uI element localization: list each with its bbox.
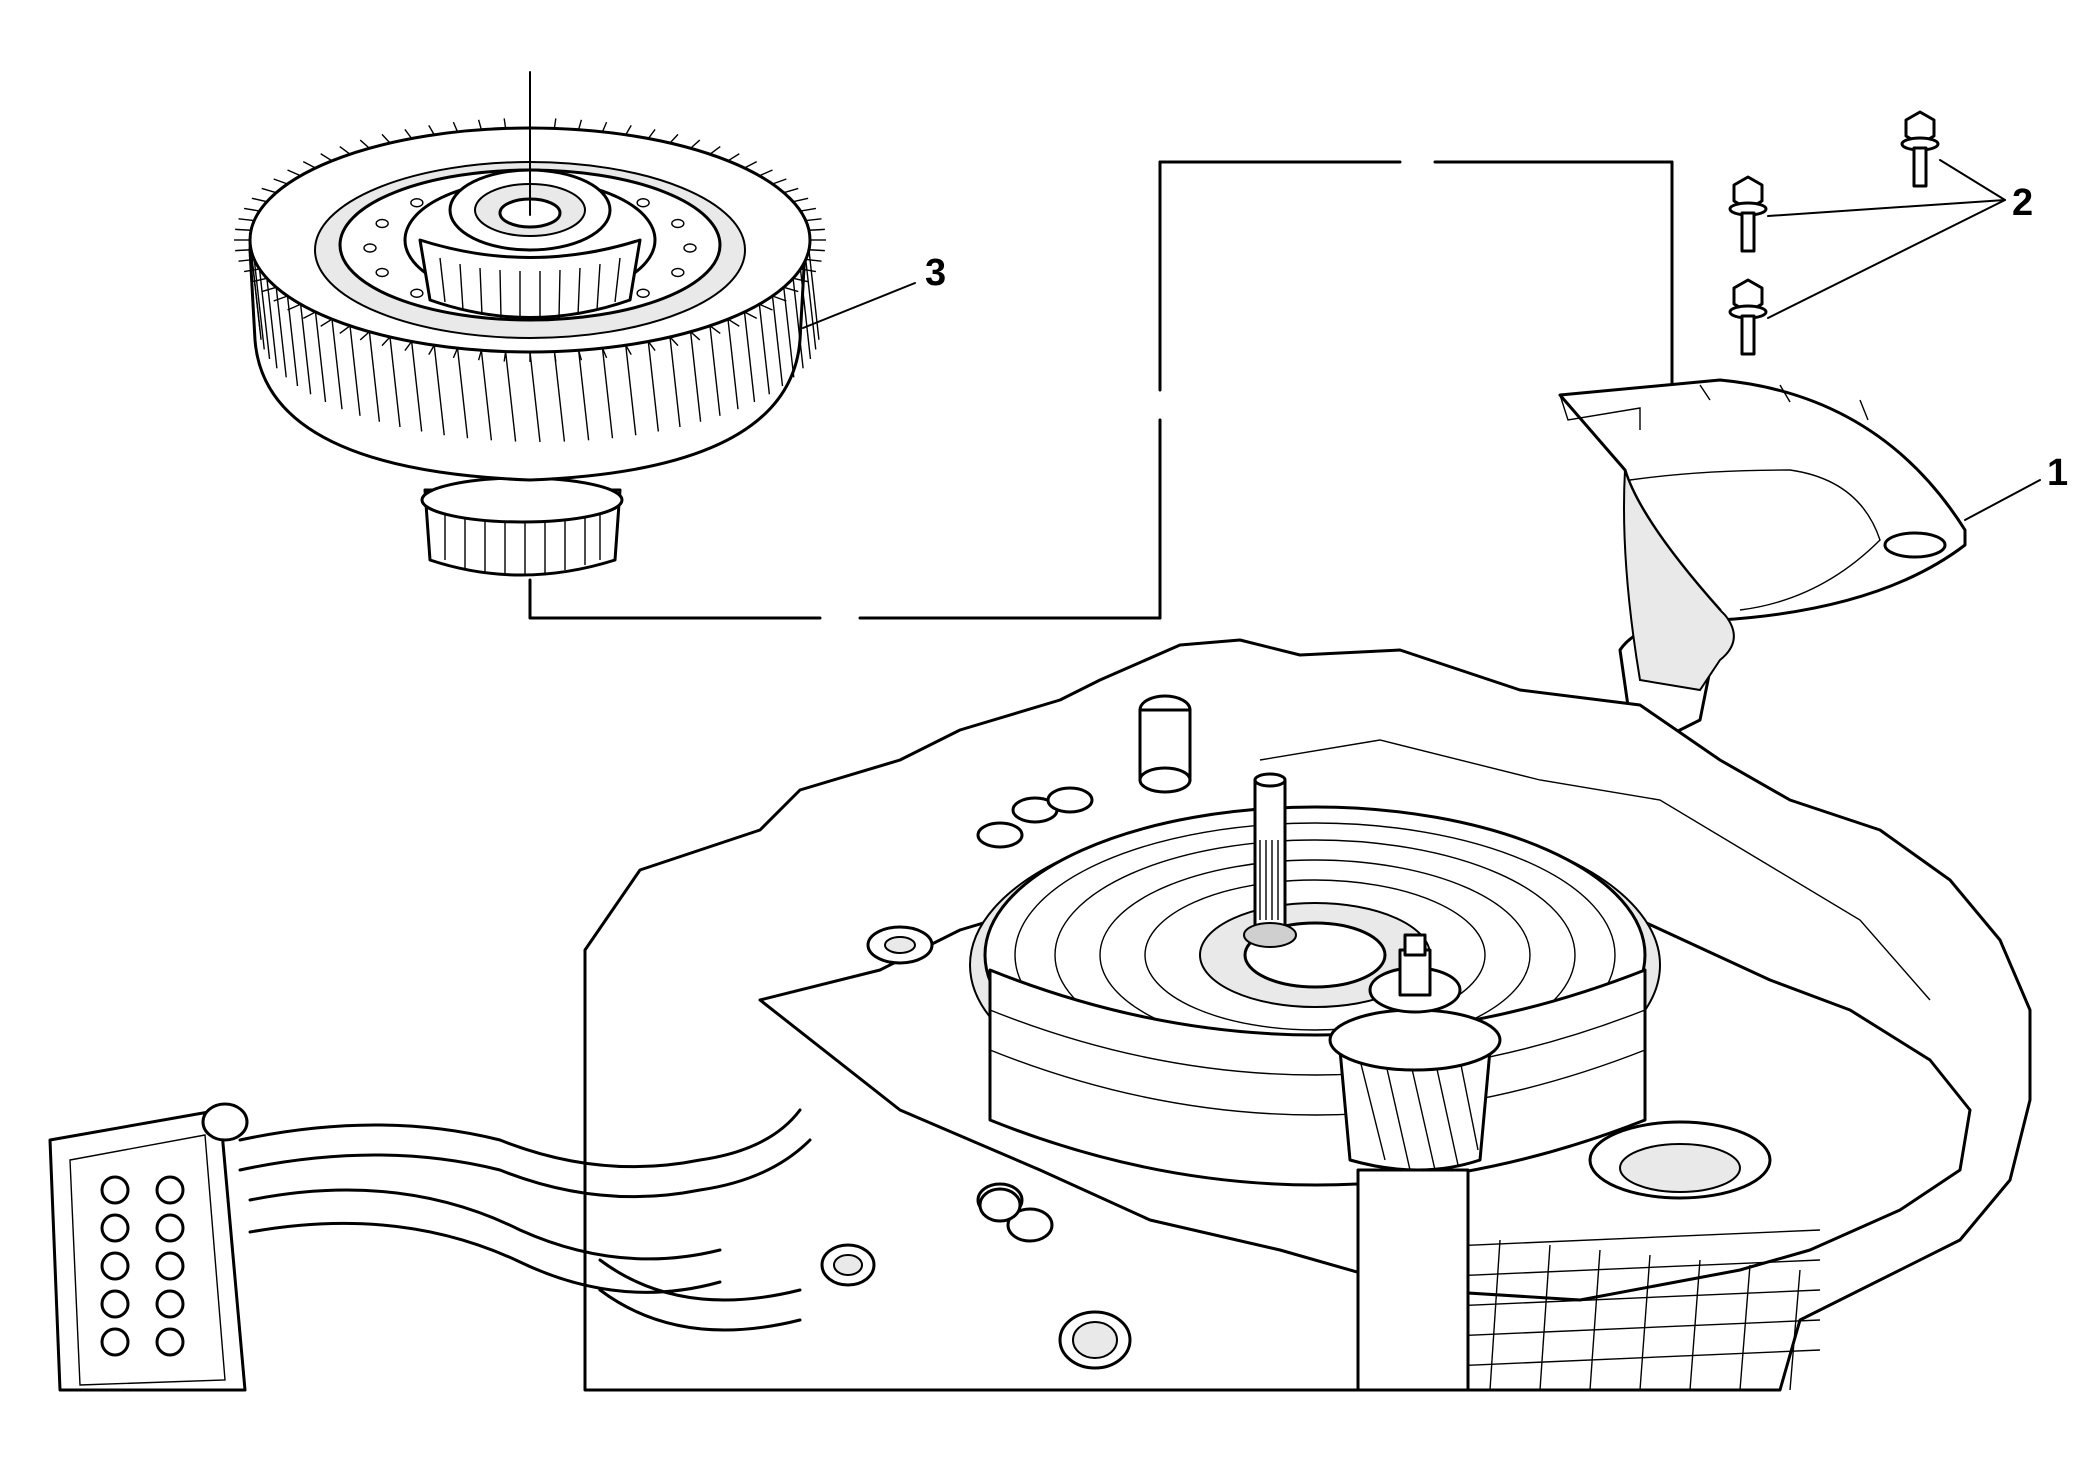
alignment-line (528, 160, 1674, 1392)
callout-2: 2 (2012, 182, 2033, 224)
callout-1: 1 (2047, 452, 2068, 494)
callout-3: 3 (925, 252, 946, 294)
bolt-icon (1728, 110, 1940, 356)
cover-shield-icon (1558, 378, 1967, 742)
transmission-case (48, 638, 2032, 1392)
differential-gear-icon (234, 118, 826, 577)
